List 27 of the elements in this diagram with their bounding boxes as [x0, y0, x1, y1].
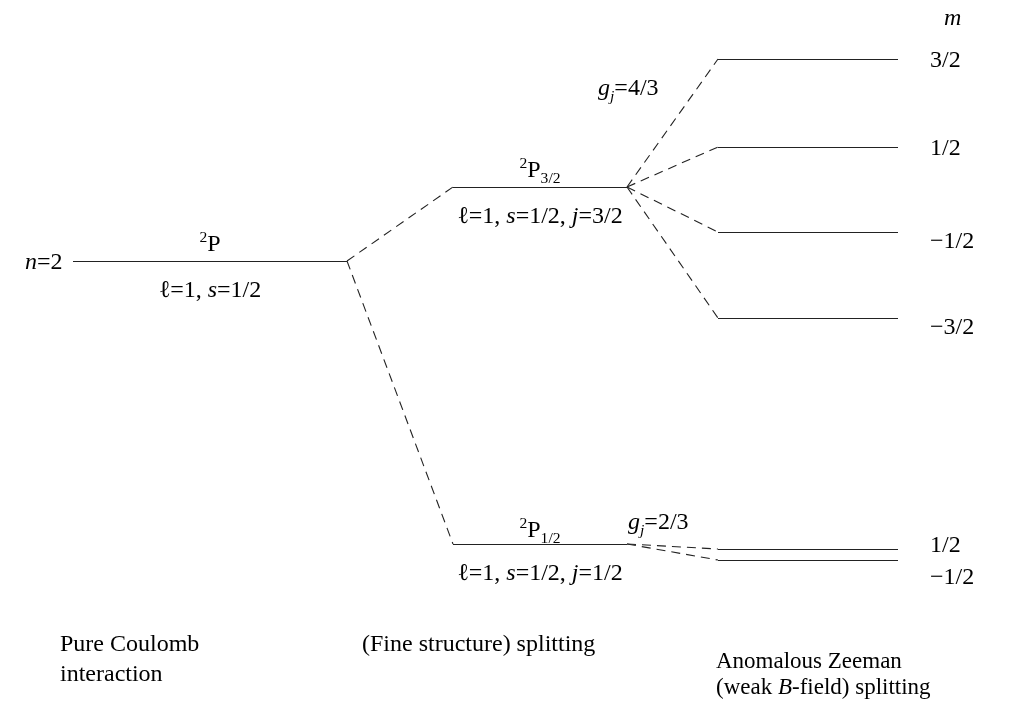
axis-label: m	[944, 3, 962, 32]
quantum-number-label: n=2	[25, 249, 63, 273]
dashed-connector	[626, 58, 719, 188]
quantum-number-label: −3/2	[930, 314, 975, 338]
stage-caption: (Fine structure) splitting	[362, 629, 597, 658]
stage-caption: Anomalous Zeeman (weak B-field) splitting	[716, 648, 932, 701]
dashed-connector	[346, 260, 454, 545]
dashed-connector	[626, 146, 719, 188]
dashed-connector	[626, 186, 719, 319]
quantum-number-label: −1/2	[930, 564, 975, 588]
quantum-numbers: ℓ=1, s=1/2, j=1/2	[457, 560, 623, 584]
g-factor-label: g$_{j}$=2/3	[628, 507, 689, 536]
stage-caption: Pure Coulomb interaction	[60, 629, 201, 688]
dashed-connector	[626, 543, 719, 550]
term-symbol: $^{2}$P	[199, 231, 221, 255]
dashed-connector	[346, 186, 454, 262]
quantum-numbers: ℓ=1, s=1/2, j=3/2	[457, 203, 623, 227]
term-symbol: $^{2}$P$_{1/2}$	[519, 517, 561, 541]
quantum-number-label: 1/2	[930, 135, 961, 159]
term-symbol: $^{2}$P$_{3/2}$	[519, 157, 561, 181]
quantum-number-label: −1/2	[930, 228, 975, 252]
quantum-number-label: 3/2	[930, 47, 961, 71]
g-factor-label: g$_{j}$=4/3	[598, 73, 659, 102]
quantum-number-label: 1/2	[930, 532, 961, 556]
dashed-connector	[626, 186, 719, 233]
dashed-connector	[626, 543, 719, 561]
quantum-numbers: ℓ=1, s=1/2	[158, 277, 262, 301]
